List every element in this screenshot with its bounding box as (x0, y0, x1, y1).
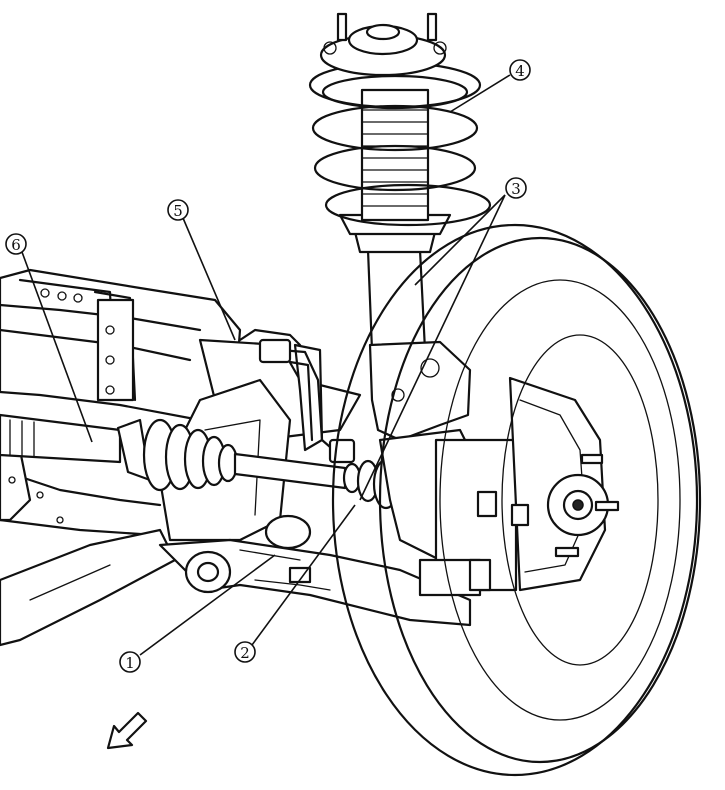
callout-4: 4 (509, 59, 531, 81)
subframe (0, 268, 242, 647)
callout-5: 5 (167, 199, 189, 221)
inner-cv-boot (142, 418, 239, 492)
strut-assembly (308, 12, 492, 352)
wheel (331, 223, 702, 777)
callout-3: 3 (505, 177, 527, 199)
callout-6: 6 (5, 233, 27, 255)
callout-5-label: 5 (173, 202, 183, 220)
callout-1: 1 (119, 651, 141, 673)
wheel-hub (546, 453, 620, 558)
callout-3-label: 3 (511, 180, 521, 198)
leader-lines (21, 74, 511, 656)
coil-spring (308, 61, 492, 227)
callout-2-label: 2 (240, 644, 250, 662)
steering-knuckle (368, 340, 620, 597)
arrow-down-left-icon (106, 711, 148, 750)
callout-6-label: 6 (11, 236, 21, 254)
callout-2: 2 (234, 641, 256, 663)
strut-top-mount (319, 12, 447, 77)
callout-1-label: 1 (125, 654, 135, 672)
callout-4-label: 4 (515, 62, 525, 80)
